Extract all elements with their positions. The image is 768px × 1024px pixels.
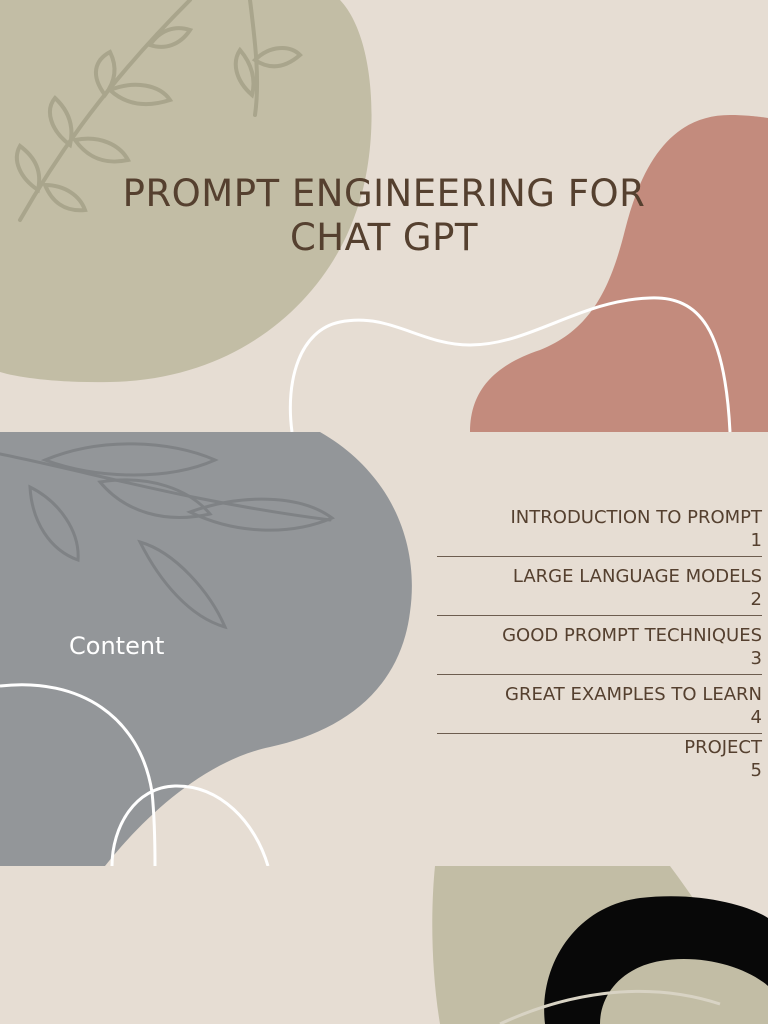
table-of-contents: INTRODUCTION TO PROMPT 1 LARGE LANGUAGE …: [437, 506, 762, 782]
slate-blob: [0, 432, 412, 866]
content-slide: Content INTRODUCTION TO PROMPT 1 LARGE L…: [0, 432, 768, 866]
slide-title: PROMPT ENGINEERING FOR CHAT GPT: [122, 172, 646, 259]
toc-item-1[interactable]: INTRODUCTION TO PROMPT 1: [437, 506, 762, 557]
toc-item-label: INTRODUCTION TO PROMPT: [510, 507, 763, 528]
toc-item-label: LARGE LANGUAGE MODELS: [512, 566, 762, 587]
toc-item-label: GOOD PROMPT TECHNIQUES: [502, 625, 762, 646]
toc-item-number: 5: [750, 760, 762, 781]
toc-item-2[interactable]: LARGE LANGUAGE MODELS 2: [437, 565, 762, 616]
white-arc-small: [110, 784, 270, 866]
toc-item-number: 2: [750, 589, 762, 610]
toc-item-number: 4: [750, 707, 762, 728]
toc-item-number: 3: [750, 648, 762, 669]
slide-background-shapes: [0, 432, 412, 866]
title-slide: PROMPT ENGINEERING FOR CHAT GPT: [0, 0, 768, 432]
leaf-branch-icon: [0, 442, 335, 630]
leaf-branch-icon: [14, 0, 303, 222]
white-arc-faint: [499, 989, 721, 1024]
terracotta-blob: [470, 115, 768, 432]
black-arc: [544, 896, 768, 1024]
white-arc-left: [0, 683, 157, 866]
toc-item-4[interactable]: GREAT EXAMPLES TO LEARN 4: [437, 683, 762, 734]
white-wave-line: [288, 296, 732, 432]
partial-slide: [0, 866, 768, 1024]
content-label: Content: [69, 632, 165, 660]
toc-item-number: 1: [750, 530, 762, 551]
toc-item-label: GREAT EXAMPLES TO LEARN: [505, 684, 762, 705]
toc-item-label: PROJECT: [684, 737, 762, 758]
toc-item-5[interactable]: PROJECT 5: [437, 736, 762, 782]
toc-item-3[interactable]: GOOD PROMPT TECHNIQUES 3: [437, 624, 762, 675]
sage-blob: [0, 0, 372, 383]
slide-background-shapes: [0, 0, 768, 432]
slide-background-shapes: [432, 866, 768, 1024]
